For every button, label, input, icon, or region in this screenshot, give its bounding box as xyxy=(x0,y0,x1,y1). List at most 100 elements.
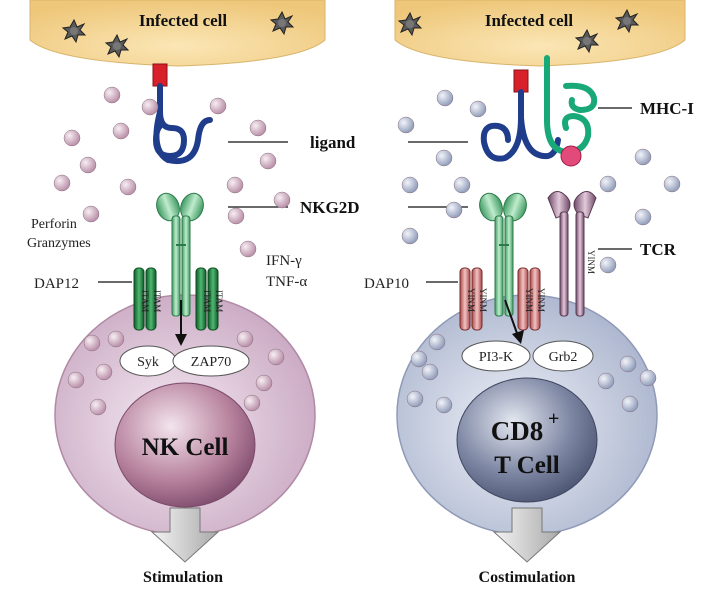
granule xyxy=(436,89,454,107)
granule xyxy=(599,175,617,193)
grb2-adaptor xyxy=(532,340,594,372)
granule xyxy=(95,363,113,381)
granule xyxy=(227,207,245,225)
dap12-label: DAP12 xyxy=(34,276,79,292)
left-nkg2d-label: NKG2D xyxy=(300,198,360,217)
nk-nucleus xyxy=(114,382,256,508)
itam-motif-label: ITAM xyxy=(202,290,212,312)
granule xyxy=(82,205,100,223)
right-yinm-adaptors: YINM YINM YINM YINM YINM xyxy=(459,250,596,331)
mhc-i-label: MHC-I xyxy=(640,99,694,118)
mhc-peptide xyxy=(560,145,582,167)
right-ligand xyxy=(480,89,524,162)
granule xyxy=(401,227,419,245)
granule xyxy=(634,148,652,166)
left-outcome-arrow xyxy=(150,507,220,563)
left-ligand-label: ligand xyxy=(310,133,356,152)
granule xyxy=(226,176,244,194)
granule xyxy=(397,116,415,134)
zap70-label: ZAP70 xyxy=(191,355,231,370)
right-infected-cell xyxy=(394,0,686,67)
nk-cell-label: NK Cell xyxy=(142,434,229,461)
left-ligand-anchor xyxy=(152,63,168,87)
granule xyxy=(112,122,130,140)
granule xyxy=(599,256,617,274)
granule xyxy=(597,372,615,390)
granule xyxy=(239,240,257,258)
granule xyxy=(249,119,267,137)
tnf-alpha-label: TNF-α xyxy=(266,274,307,290)
itam-motif-label: ITAM xyxy=(140,290,150,312)
granule xyxy=(79,156,97,174)
pi3k-label: PI3-K xyxy=(479,350,513,365)
granule xyxy=(421,363,439,381)
granule xyxy=(255,374,273,392)
left-panel: Infected cell ligand NK Cell xyxy=(27,0,360,586)
virus-icon xyxy=(574,28,600,54)
granule xyxy=(259,152,277,170)
granule xyxy=(141,98,159,116)
granule xyxy=(401,176,419,194)
granules-left xyxy=(53,86,291,416)
tcr-label: TCR xyxy=(640,240,677,259)
granule xyxy=(445,201,463,219)
right-outcome-arrow xyxy=(492,507,562,563)
granule xyxy=(410,350,428,368)
itam-motif-label: ITAM xyxy=(214,290,224,312)
granule xyxy=(639,369,657,387)
granule xyxy=(53,174,71,192)
virus-icon xyxy=(104,33,130,59)
yinm-motif-label: YINM xyxy=(524,288,534,312)
granule xyxy=(634,208,652,226)
dap10-label: DAP10 xyxy=(364,276,409,292)
granule xyxy=(103,86,121,104)
grb2-label: Grb2 xyxy=(549,350,578,365)
mhc-i xyxy=(544,55,592,156)
granule xyxy=(107,330,125,348)
granules-right xyxy=(397,89,681,414)
virus-icon xyxy=(269,10,295,36)
granule xyxy=(453,176,471,194)
granule xyxy=(89,398,107,416)
virus-icon xyxy=(61,18,87,44)
perforin-label: Perforin xyxy=(31,217,77,232)
right-panel: Infected cell MHC-I CD8 + T Cell xyxy=(364,0,694,586)
virus-icon xyxy=(397,11,423,37)
granule xyxy=(119,178,137,196)
left-signal-arrowhead xyxy=(175,334,187,346)
granule xyxy=(435,396,453,414)
granule xyxy=(435,149,453,167)
left-itam-adaptors: ITAM ITAM ITAM ITAM xyxy=(133,267,224,331)
yinm-motif-label: YINM xyxy=(466,288,476,312)
ifn-gamma-label: IFN-γ xyxy=(266,253,302,269)
granule xyxy=(406,390,424,408)
right-ligand-tail xyxy=(518,115,561,160)
right-ligand-anchor xyxy=(513,69,529,93)
granule xyxy=(83,334,101,352)
right-nkg2d-receptor xyxy=(479,192,527,317)
t-cell-label: T Cell xyxy=(494,452,560,479)
left-infected-cell xyxy=(29,0,326,67)
granule xyxy=(236,330,254,348)
left-nkg2d-receptor xyxy=(156,192,204,317)
mhc-i-loop xyxy=(563,82,598,114)
granzymes-label: Granzymes xyxy=(27,236,91,251)
yinm-motif-label: YINM xyxy=(478,288,488,312)
yinm-motif-label: YINM xyxy=(586,250,596,274)
syk-label: Syk xyxy=(137,355,159,370)
right-signal-arrow xyxy=(504,299,519,337)
stimulation-label: Stimulation xyxy=(143,569,223,586)
itam-motif-label: ITAM xyxy=(152,290,162,312)
virus-icon xyxy=(614,8,640,34)
t-nucleus xyxy=(456,377,598,503)
yinm-motif-label: YINM xyxy=(536,288,546,312)
costimulation-label: Costimulation xyxy=(479,569,576,586)
cd8-label: CD8 xyxy=(491,416,544,446)
granule xyxy=(209,97,227,115)
zap70-kinase xyxy=(172,345,250,377)
granule xyxy=(621,395,639,413)
granule xyxy=(63,129,81,147)
tcr-receptor xyxy=(547,191,597,317)
cd8-sup-label: + xyxy=(548,408,559,430)
